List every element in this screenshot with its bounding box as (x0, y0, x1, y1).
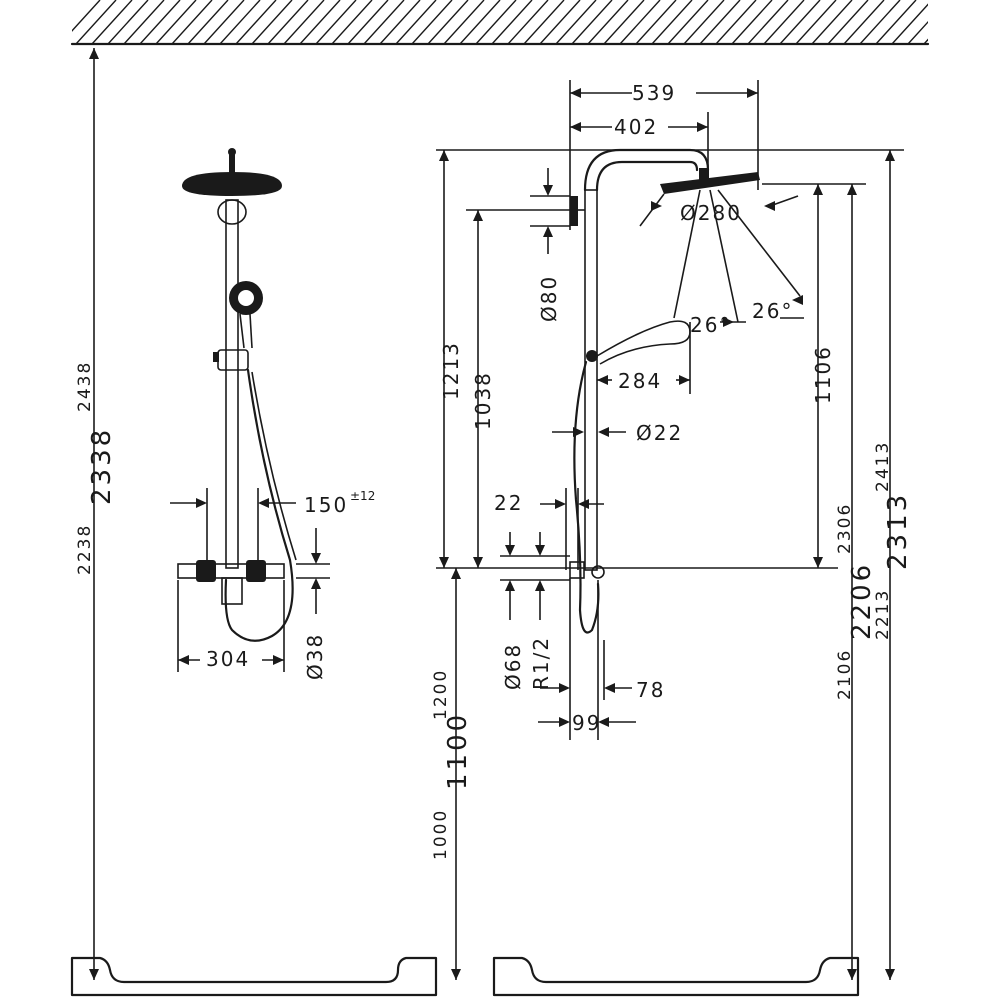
valve-height-nominal-label: 1100 (443, 712, 473, 790)
hand-shower-reach-label: 284 (618, 369, 662, 393)
head-diameter-label: Ø280 (680, 201, 742, 225)
front-view-shower (177, 148, 297, 642)
bar-spacing-label: 150 (304, 493, 348, 517)
pipe-diameter-label: Ø22 (636, 421, 683, 445)
head-height-nominal-label: 2206 (847, 562, 877, 640)
arm-reach-outer-label: 539 (632, 81, 676, 105)
shower-tray-right (492, 956, 860, 997)
rosette-height-1038-label: 1038 (471, 371, 495, 430)
head-joint (229, 150, 235, 174)
rosette-diameter-label: Ø80 (537, 275, 561, 322)
arm-height-min-label: 2413 (873, 441, 893, 492)
head-height-1106-label: 1106 (811, 345, 835, 404)
dimension-lines (89, 48, 904, 980)
ceiling-hatch (70, 0, 930, 46)
bar-spacing-tolerance: ±12 (350, 489, 375, 503)
valve-width-label: 304 (206, 647, 250, 671)
side-valve-diameter-label: Ø68 (501, 643, 525, 690)
overall-height-min: 2238 (75, 524, 95, 575)
overall-height-max: 2438 (75, 361, 95, 412)
side-shower-head (660, 172, 760, 194)
wall-to-valve-label: 78 (636, 678, 665, 702)
shower-tray-left (70, 956, 438, 997)
valve-height-min-label: 1000 (431, 809, 451, 860)
thread-label: R1/2 (529, 636, 553, 690)
front-thermostat (177, 563, 285, 579)
riser-pipe (225, 199, 239, 569)
head-height-min-label: 2306 (835, 503, 855, 554)
spray-angle-a-label: 26° (690, 313, 731, 337)
head-height-max-label: 2106 (835, 649, 855, 700)
arm-height-max-label: 2213 (873, 589, 893, 640)
pipe-offset-label: 22 (494, 491, 523, 515)
valve-height-max-label: 1200 (431, 669, 451, 720)
arm-reach-inner-label: 402 (614, 115, 658, 139)
spray-angle-b-label: 26° (752, 299, 793, 323)
overhead-shower-head (182, 172, 282, 196)
wall-rosette (570, 196, 578, 226)
slider (217, 349, 249, 371)
arm-height-nominal-label: 2313 (883, 492, 913, 570)
wall-to-valve-outer-label: 99 (572, 711, 601, 735)
arm-height-1213-label: 1213 (439, 341, 463, 400)
front-valve-diameter-label: Ø38 (303, 633, 327, 680)
overall-height-nominal: 2338 (87, 427, 117, 505)
